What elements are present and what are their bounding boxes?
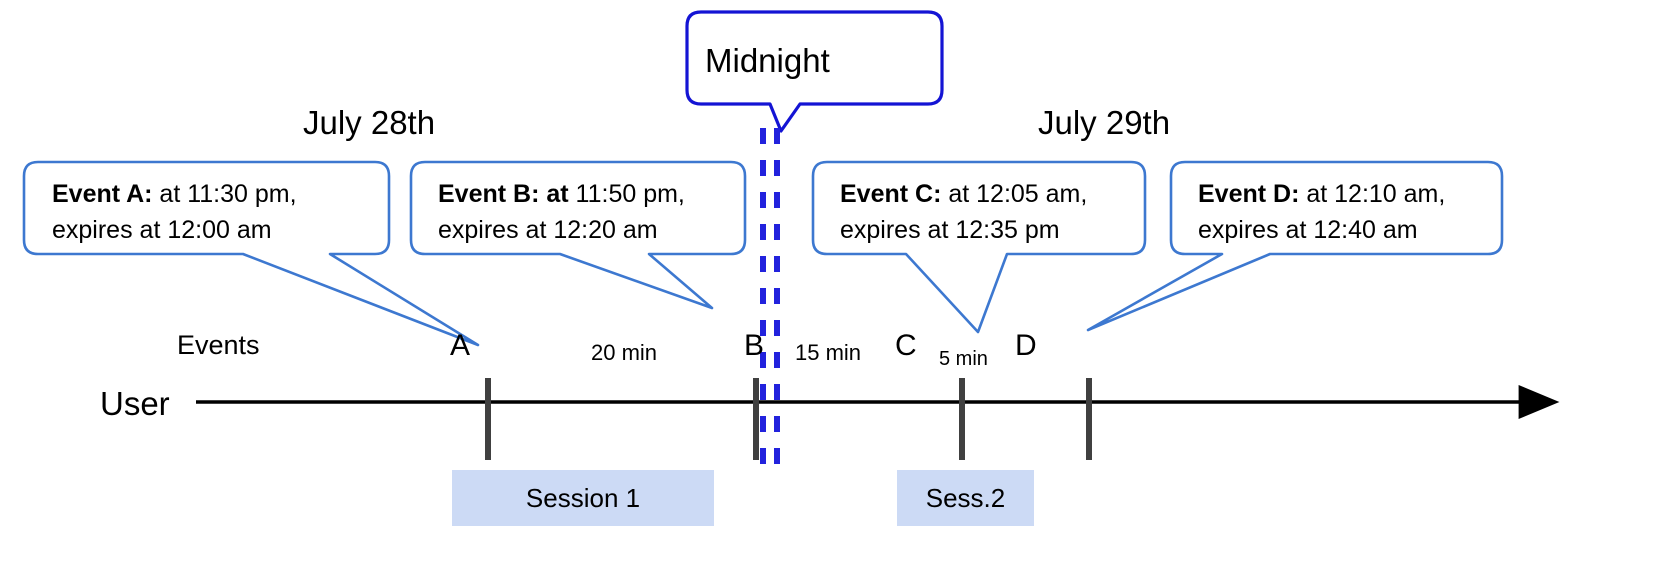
event-letter-b: B bbox=[744, 329, 765, 362]
session-box-1: Session 1 bbox=[452, 470, 714, 526]
event-d-callout-text: Event D: at 12:10 am, expires at 12:40 a… bbox=[1198, 176, 1445, 248]
event-d-callout-shape bbox=[1086, 160, 1504, 332]
event-letter-c: C bbox=[895, 329, 917, 362]
session-2-label: Sess.2 bbox=[925, 482, 1006, 513]
event-c-callout-text: Event C: at 12:05 am, expires at 12:35 p… bbox=[840, 176, 1087, 248]
interval-label-15-min: 15 min bbox=[795, 340, 862, 365]
user-row-caption: User bbox=[100, 385, 170, 422]
event-b-rest: 11:50 pm, bbox=[568, 180, 685, 208]
event-a-rest: at 11:30 pm, bbox=[152, 180, 297, 208]
event-letter-a: A bbox=[450, 329, 471, 362]
event-c-bold: Event C: bbox=[840, 180, 942, 208]
event-c-callout-shape bbox=[811, 160, 1147, 334]
midnight-callout-shape bbox=[685, 10, 944, 133]
event-b-callout-shape bbox=[409, 160, 747, 310]
date-label-july-29: July 29th bbox=[1038, 104, 1171, 141]
session-box-2: Sess.2 bbox=[897, 470, 1034, 526]
event-a-callout-text: Event A: at 11:30 pm, expires at 12:00 a… bbox=[52, 176, 297, 248]
event-b-bold: Event B: at bbox=[438, 180, 569, 208]
event-b-callout-text: Event B: at 11:50 pm, expires at 12:20 a… bbox=[438, 176, 685, 248]
session-1-label: Session 1 bbox=[525, 482, 641, 513]
event-a-bold: Event A: bbox=[52, 180, 153, 208]
midnight-label: Midnight bbox=[705, 42, 830, 79]
event-letter-d: D bbox=[1015, 329, 1037, 362]
events-row-caption: Events bbox=[177, 330, 260, 360]
interval-label-5-min: 5 min bbox=[939, 348, 988, 370]
event-b-line2: expires at 12:20 am bbox=[438, 216, 658, 244]
event-a-line2: expires at 12:00 am bbox=[52, 216, 272, 244]
event-c-line2: expires at 12:35 pm bbox=[840, 216, 1060, 244]
date-label-july-28: July 28th bbox=[303, 104, 436, 141]
event-d-bold: Event D: bbox=[1198, 180, 1300, 208]
event-d-rest: at 12:10 am, bbox=[1299, 180, 1446, 208]
interval-label-20-min: 20 min bbox=[591, 340, 658, 365]
event-a-callout-shape bbox=[22, 160, 480, 347]
event-c-rest: at 12:05 am, bbox=[941, 180, 1088, 208]
event-d-line2: expires at 12:40 am bbox=[1198, 216, 1418, 244]
